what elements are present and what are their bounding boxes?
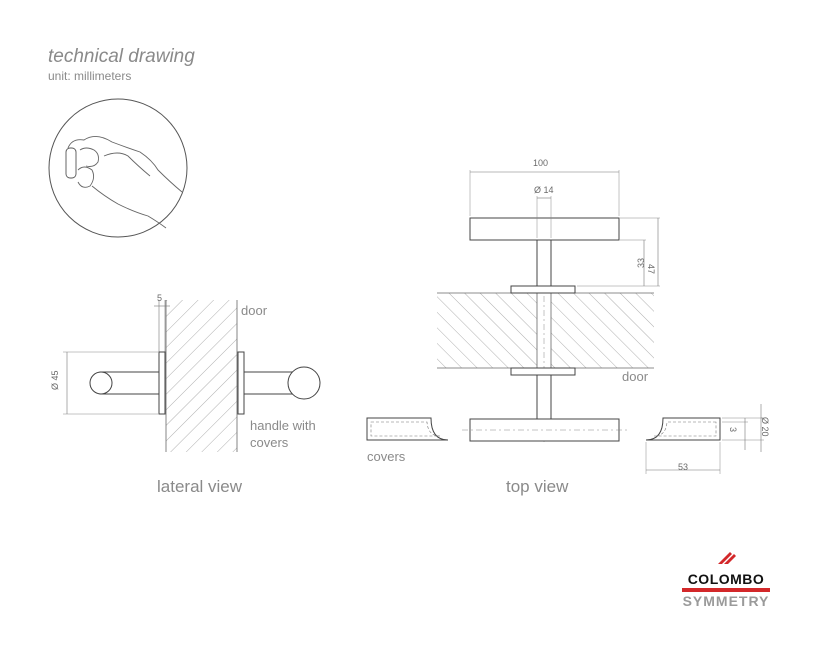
dim-rose-diameter: Ø 45 xyxy=(50,370,60,390)
dim-cover-diameter: Ø 20 xyxy=(760,417,770,437)
covers-label: covers xyxy=(367,449,406,464)
dim-height-inner: 33 xyxy=(636,257,646,268)
lateral-view-label: lateral view xyxy=(157,477,243,496)
lateral-door-label: door xyxy=(241,303,268,318)
brand-logo: COLOMBO SYMMETRY xyxy=(678,548,774,609)
top-view xyxy=(366,170,764,474)
lateral-view xyxy=(63,300,321,452)
dim-cover-wall: 3 xyxy=(728,427,738,433)
brand-name: COLOMBO xyxy=(687,571,765,587)
dim-plate-thickness: 5 xyxy=(157,293,163,303)
dim-bar-diameter: Ø 14 xyxy=(534,185,554,195)
dim-height-outer: 47 xyxy=(646,264,656,275)
handle-label-line1: handle with xyxy=(250,418,316,433)
brand-accent-bar xyxy=(682,588,770,592)
lateral-door-section xyxy=(166,300,237,452)
brand-sub: SYMMETRY xyxy=(682,593,770,609)
top-view-label: top view xyxy=(506,477,569,496)
colombo-mark-icon xyxy=(718,552,736,564)
top-door-label: door xyxy=(622,369,649,384)
drawing-title: technical drawing xyxy=(48,46,195,67)
unit-label: unit: millimeters xyxy=(48,69,132,83)
dim-handle-width: 100 xyxy=(533,158,549,168)
handle-label-line2: covers xyxy=(250,435,289,450)
hand-illustration xyxy=(48,98,188,238)
dim-cover-length: 53 xyxy=(678,462,689,472)
